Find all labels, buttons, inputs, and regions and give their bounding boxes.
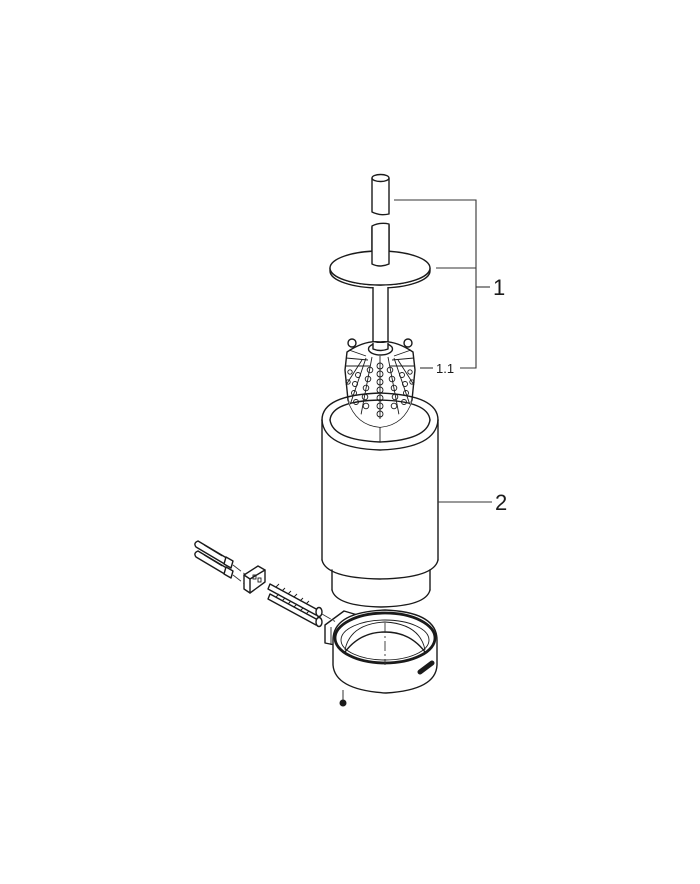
- wall-plugs: [194, 540, 234, 579]
- lid-disc: [329, 222, 431, 289]
- grub-screw: [339, 690, 347, 707]
- handle-rod-lower: [372, 287, 389, 346]
- handle-rod-top: [371, 173, 390, 216]
- screws: [267, 583, 323, 628]
- brush-head: [344, 338, 416, 428]
- wall-mounting-plate: [243, 565, 266, 594]
- callout-1-1: 1.1: [436, 361, 454, 376]
- wall-holder-ring: [324, 609, 438, 694]
- callout-1-bracket: [394, 199, 490, 369]
- callout-1: 1: [493, 275, 505, 300]
- container: [321, 392, 439, 608]
- callout-2: 2: [495, 490, 507, 515]
